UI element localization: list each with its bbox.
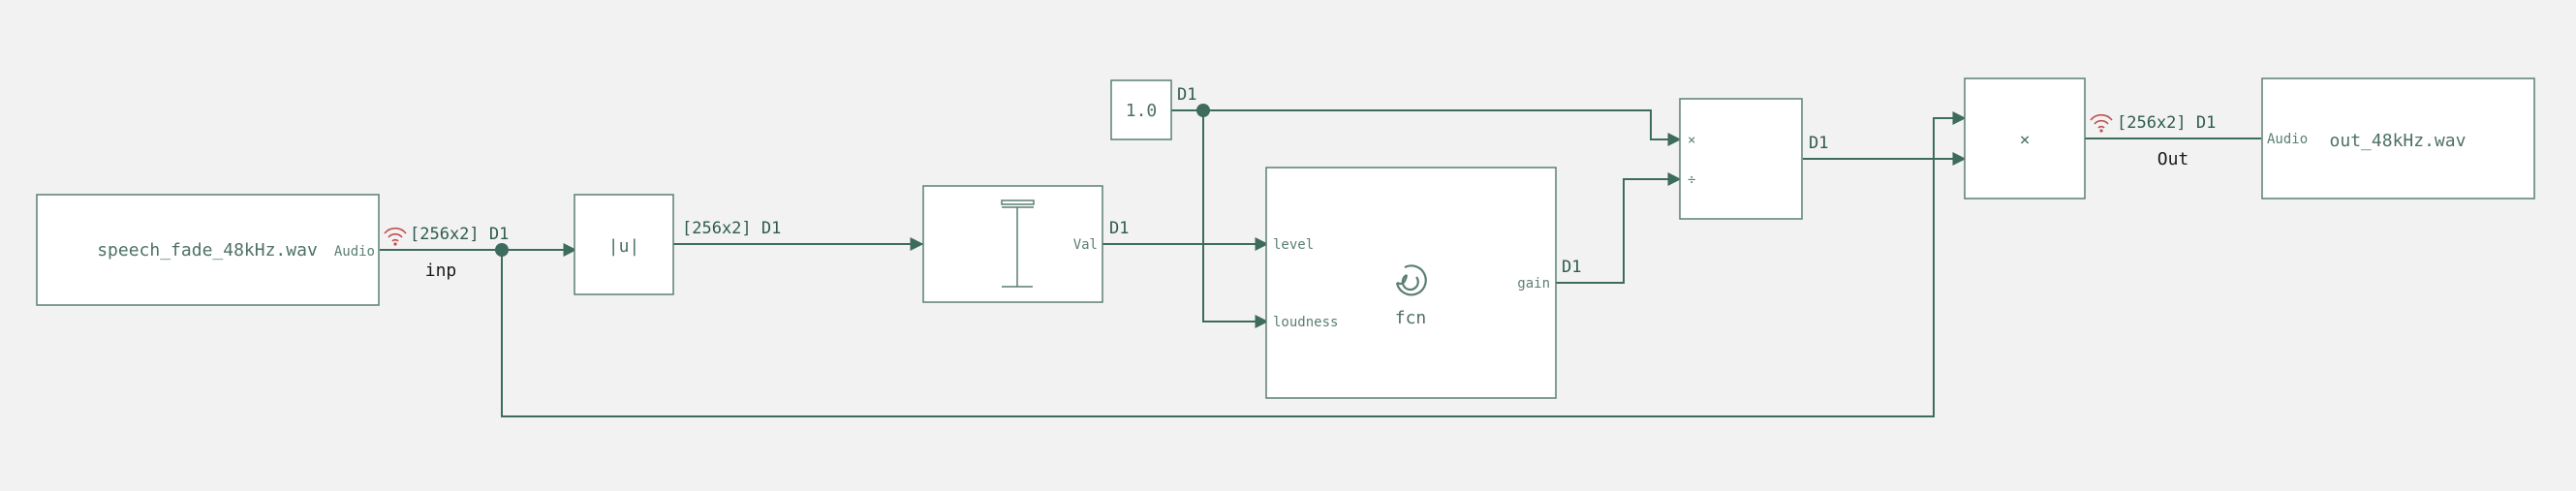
abs-label: |u| bbox=[608, 236, 640, 257]
sink-port-audio: Audio bbox=[2267, 132, 2308, 147]
signal-label-gain: D1 bbox=[1562, 258, 1581, 277]
wire-const-to-divide[interactable] bbox=[1171, 109, 1682, 146]
sink-block-name[interactable]: Out bbox=[2157, 149, 2189, 169]
peak-port-val: Val bbox=[1073, 237, 1098, 253]
fcn-port-loudness: loudness bbox=[1273, 315, 1338, 330]
peak-hold-icon bbox=[1001, 199, 1035, 288]
wifi-broadcast-icon bbox=[384, 227, 407, 246]
source-file-label: speech_fade_48kHz.wav bbox=[97, 240, 318, 261]
fcn-port-gain: gain bbox=[1517, 276, 1550, 292]
signal-label-inp: [256x2] D1 bbox=[410, 225, 509, 244]
constant-block[interactable]: 1.0 bbox=[1110, 79, 1172, 140]
abs-block[interactable]: |u| bbox=[574, 194, 674, 295]
source-block[interactable]: speech_fade_48kHz.wav Audio bbox=[36, 194, 380, 306]
signal-label-val: D1 bbox=[1109, 219, 1129, 238]
fcn-block[interactable]: level loudness gain fcn bbox=[1265, 167, 1557, 399]
wire-const-to-loudness[interactable] bbox=[1202, 110, 1269, 328]
wire-gain-to-divide[interactable] bbox=[1556, 172, 1682, 284]
fcn-label: fcn bbox=[1395, 308, 1427, 328]
source-port-audio: Audio bbox=[334, 244, 375, 260]
wifi-broadcast-icon bbox=[2090, 113, 2113, 133]
signal-lines bbox=[380, 104, 2261, 417]
fcn-port-level: level bbox=[1273, 237, 1314, 253]
wire-inp-to-product[interactable] bbox=[501, 111, 1967, 417]
source-block-name[interactable]: inp bbox=[425, 261, 457, 281]
sink-file-label: out_48kHz.wav bbox=[2330, 131, 2467, 151]
matlab-function-icon bbox=[1395, 264, 1427, 296]
signal-label-const: D1 bbox=[1177, 85, 1196, 105]
divide-port-divide: ÷ bbox=[1688, 172, 1695, 188]
branch-point-const bbox=[1196, 104, 1210, 117]
signal-label-div: D1 bbox=[1809, 134, 1828, 153]
signal-label-abs: [256x2] D1 bbox=[682, 219, 781, 238]
product-block[interactable]: × bbox=[1964, 77, 2086, 199]
constant-value: 1.0 bbox=[1126, 101, 1158, 121]
signal-label-prod: [256x2] D1 bbox=[2117, 113, 2216, 133]
sink-block[interactable]: Audio out_48kHz.wav bbox=[2261, 77, 2535, 199]
peak-block[interactable]: Val bbox=[922, 185, 1103, 303]
product-label: × bbox=[2020, 130, 2031, 150]
divide-port-multiply: × bbox=[1688, 133, 1695, 148]
branch-point-inp bbox=[495, 243, 509, 257]
divide-block[interactable]: × ÷ bbox=[1679, 98, 1803, 220]
